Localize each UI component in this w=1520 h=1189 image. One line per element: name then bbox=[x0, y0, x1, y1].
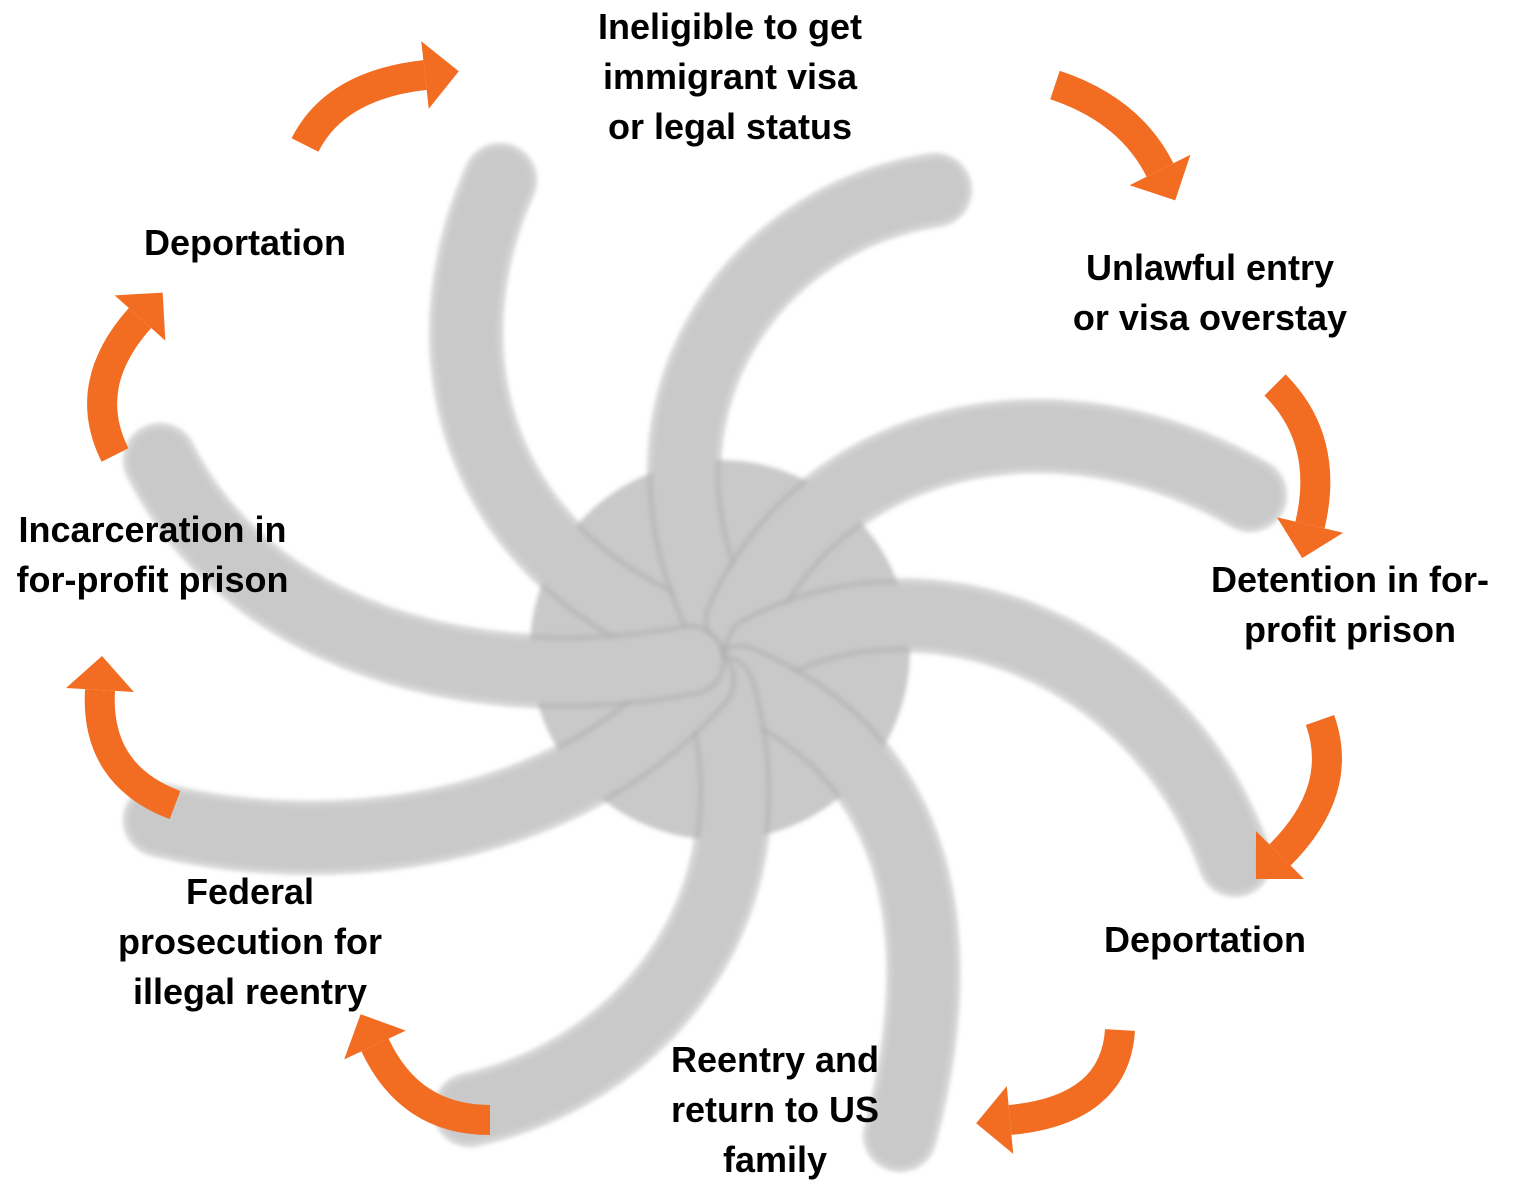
step-deportation-1: Deportation bbox=[1070, 915, 1340, 965]
swirl-arm bbox=[729, 584, 1266, 891]
step-unlawful-entry: Unlawful entry or visa overstay bbox=[1040, 243, 1380, 343]
step-line: return to US bbox=[670, 1089, 879, 1130]
swirl-arm bbox=[709, 649, 955, 1166]
cycle-arrow-shaft bbox=[87, 307, 152, 462]
cycle-arrow-head bbox=[114, 292, 166, 341]
cycle-arrow-head bbox=[1129, 154, 1191, 201]
cycle-arrow-head bbox=[1255, 830, 1305, 880]
step-line: profit prison bbox=[1244, 609, 1456, 650]
step-line: family bbox=[722, 1139, 828, 1180]
step-deportation-2: Deportation bbox=[115, 218, 375, 268]
step-line: Unlawful entry bbox=[1085, 247, 1335, 288]
swirl-arm bbox=[129, 429, 721, 703]
step-line: or legal status bbox=[607, 106, 853, 147]
step-line: illegal reentry bbox=[132, 971, 368, 1012]
step-line: prosecution for bbox=[117, 921, 382, 962]
swirl-arm bbox=[653, 159, 966, 651]
cycle-arrow-head bbox=[344, 1014, 406, 1060]
cycle-arrow-shaft bbox=[84, 689, 181, 820]
step-line: Federal bbox=[185, 871, 315, 912]
step-line: for-profit prison bbox=[16, 559, 289, 600]
cycle-arrow-shaft bbox=[1050, 70, 1174, 178]
step-line: Reentry and bbox=[670, 1039, 880, 1080]
cycle-arrow-shaft bbox=[1008, 1028, 1135, 1135]
step-reentry: Reentry and return to US family bbox=[630, 1035, 920, 1185]
cycle-arrows bbox=[66, 41, 1344, 1154]
step-line: Detention in for- bbox=[1211, 559, 1489, 600]
step-federal-prosecution: Federal prosecution for illegal reentry bbox=[95, 867, 405, 1017]
swirl-arm bbox=[709, 405, 1281, 651]
cycle-arrow-head bbox=[976, 1086, 1014, 1154]
step-line: Deportation bbox=[144, 222, 346, 263]
cycle-arrow-shaft bbox=[1269, 714, 1342, 866]
step-incarceration: Incarceration in for-profit prison bbox=[0, 505, 305, 605]
cycle-arrow-head bbox=[1276, 517, 1344, 559]
step-line: immigrant visa bbox=[602, 56, 858, 97]
swirl-graphic bbox=[123, 143, 1287, 1172]
swirl-arm bbox=[129, 649, 731, 869]
cycle-arrow-shaft bbox=[361, 1038, 491, 1135]
step-line: Ineligible to get bbox=[597, 6, 862, 47]
cycle-arrow-shaft bbox=[291, 60, 427, 153]
cycle-arrow-shaft bbox=[1264, 374, 1331, 529]
swirl-arm bbox=[435, 149, 731, 671]
step-line: Incarceration in bbox=[18, 509, 287, 550]
cycle-arrow-head bbox=[421, 41, 459, 109]
step-ineligible-for-visa: Ineligible to get immigrant visa or lega… bbox=[565, 2, 895, 152]
step-line: or visa overstay bbox=[1072, 297, 1348, 338]
step-detention: Detention in for- profit prison bbox=[1185, 555, 1515, 655]
step-line: Deportation bbox=[1104, 919, 1306, 960]
swirl-arm bbox=[439, 659, 766, 1141]
cycle-arrow-head bbox=[66, 656, 134, 692]
